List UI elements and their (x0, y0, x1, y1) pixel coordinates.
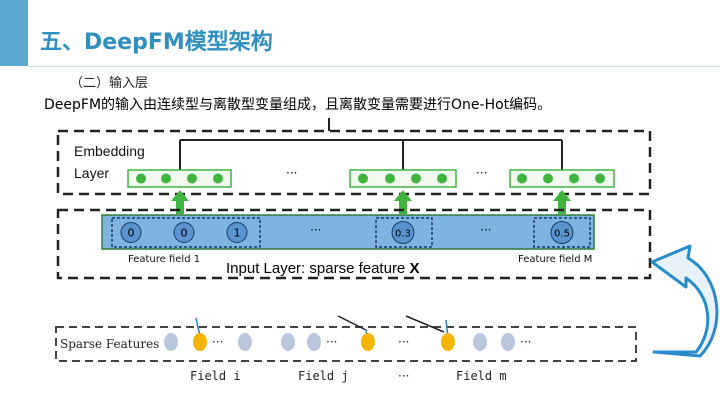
field-j-label: Field j (298, 369, 349, 383)
feature-field-1-box (111, 217, 261, 248)
embedding-group-1 (127, 169, 232, 188)
input-layer-label: Input Layer: sparse feature X (226, 260, 419, 277)
input-node: 0 (173, 222, 195, 243)
svg-text:0: 0 (128, 227, 135, 240)
field-i-label: Field i (190, 369, 241, 383)
ellipsis: ··· (520, 335, 531, 349)
sparse-feature-oval (307, 333, 321, 351)
sparse-feature-oval-active (193, 333, 207, 351)
svg-text:1: 1 (234, 227, 241, 240)
input-node: 1 (226, 222, 248, 243)
pointer-line (337, 315, 367, 331)
pointer-line (195, 317, 201, 337)
sparse-feature-oval (238, 333, 252, 351)
sparse-feature-oval-active (441, 333, 455, 351)
embedding-label-line2: Layer (74, 165, 109, 181)
sparse-feature-oval (501, 333, 515, 351)
input-layer-box (56, 208, 652, 280)
up-arrow (553, 190, 571, 214)
input-node: 0.5 (550, 221, 574, 244)
svg-text:0.3: 0.3 (395, 229, 411, 240)
sparse-feature-oval-active (361, 333, 375, 351)
feature-field-m-label: Feature field M (518, 254, 592, 265)
input-node: 0.3 (391, 221, 415, 244)
up-arrow (171, 190, 189, 214)
curved-arrow-icon (650, 244, 719, 358)
sparse-feature-oval (473, 333, 487, 351)
body-text: DeepFM的输入由连续型与离散型变量组成，且离散变量需要进行One-Hot编码… (44, 97, 552, 113)
embedding-group-3 (509, 169, 615, 188)
header-rule (28, 66, 720, 67)
ellipsis: ··· (398, 369, 409, 383)
slide-title: 五、DeepFM模型架构 (40, 30, 273, 55)
ellipsis: ··· (212, 335, 223, 349)
accent-bar (0, 0, 28, 66)
svg-text:0.5: 0.5 (554, 229, 570, 240)
embedding-group-2 (349, 169, 457, 188)
sparse-feature-oval (164, 333, 178, 351)
section-subtitle: （二）输入层 (70, 76, 149, 91)
embedding-label-line1: Embedding (74, 143, 145, 159)
ellipsis: ··· (286, 166, 297, 180)
ellipsis: ··· (310, 223, 321, 237)
ellipsis: ··· (326, 335, 337, 349)
feature-field-m-box (533, 217, 591, 248)
svg-text:0: 0 (181, 227, 188, 240)
field-m-label: Field m (456, 369, 507, 383)
sparse-features-label: Sparse Features (60, 337, 159, 351)
up-arrow (394, 190, 412, 214)
sparse-feature-oval (281, 333, 295, 351)
embedding-layer-box (56, 129, 652, 196)
ellipsis: ··· (398, 335, 409, 349)
feature-field-j-box (375, 217, 433, 248)
ellipsis: ··· (480, 223, 491, 237)
ellipsis: ··· (476, 166, 487, 180)
input-node: 0 (120, 222, 142, 243)
pointer-line (405, 315, 445, 333)
sparse-features-box (55, 326, 637, 362)
feature-field-1-label: Feature field 1 (128, 254, 200, 265)
